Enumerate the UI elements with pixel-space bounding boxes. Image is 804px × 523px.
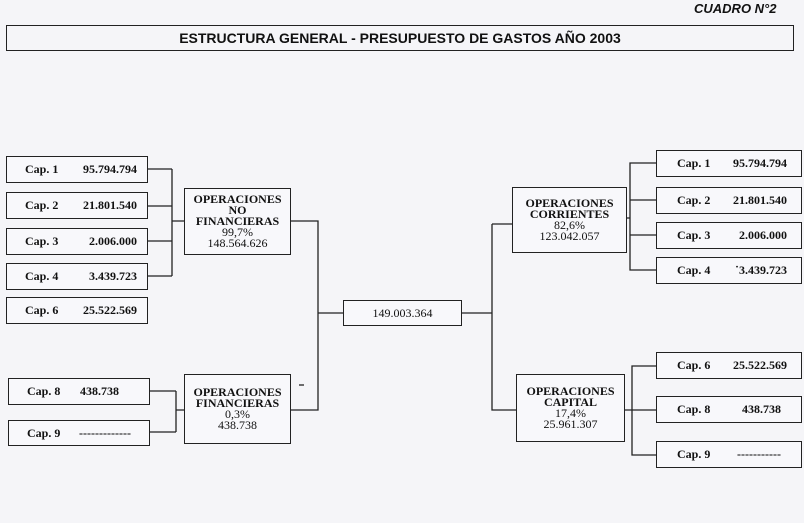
right-cap-9: Cap. 9 ----------- (656, 441, 802, 468)
cap-value: 25.522.569 (733, 358, 787, 372)
op-title-line3: FINANCIERAS (195, 214, 280, 228)
right-cap-6: Cap. 6 25.522.569 (656, 352, 802, 379)
op-title-line1: OPERACIONES (526, 384, 615, 398)
cap-value: 21.801.540 (733, 193, 787, 207)
cap-label: Cap. 6 (25, 303, 59, 317)
cap-value: 25.522.569 (83, 303, 137, 317)
left-cap-2: Cap. 2 21.801.540 (6, 192, 148, 219)
right-cap-1: Cap. 1 95.794.794 (656, 150, 802, 177)
cap-label: Cap. 2 (677, 193, 711, 207)
op-percentage: 99,7% (222, 225, 253, 239)
op-title-line2: FINANCIERAS (195, 396, 280, 410)
cap-label: Cap. 9 (27, 425, 61, 440)
page-title-text: ESTRUCTURA GENERAL - PRESUPUESTO DE GAST… (179, 30, 621, 46)
op-title-line2: CAPITAL (543, 395, 598, 409)
right-cap-8: Cap. 8 438.738 (656, 396, 802, 423)
left-cap-4: Cap. 4 3.439.723 (6, 263, 148, 290)
cap-label: Cap. 2 (25, 198, 59, 212)
page-title: ESTRUCTURA GENERAL - PRESUPUESTO DE GAST… (6, 25, 794, 51)
cap-value: ˙3.439.723 (735, 263, 787, 277)
op-title-line1: OPERACIONES (193, 385, 282, 399)
operaciones-financieras-box: OPERACIONES FINANCIERAS 0,3% 438.738 (184, 374, 291, 444)
cap-label: Cap. 3 (677, 228, 711, 242)
left-cap-3: Cap. 3 2.006.000 (6, 228, 148, 255)
op-percentage: 0,3% (225, 407, 250, 421)
left-cap-9: Cap. 9 ------------- (8, 420, 150, 446)
cap-value: ----------- (737, 447, 781, 461)
connector-ops-to-total (291, 220, 343, 411)
cap-label: Cap. 1 (25, 162, 59, 176)
cap-label: Cap. 9 (677, 447, 711, 461)
cap-value: 2.006.000 (739, 228, 787, 242)
cap-label: Cap. 3 (25, 234, 59, 248)
op-title-line2: NO (228, 203, 247, 217)
connector-left-bracket-bottom (175, 391, 184, 432)
figure-number: CUADRO N°2 (694, 1, 777, 16)
connector-right-corrientes (627, 162, 656, 271)
cap-value: 95.794.794 (733, 156, 787, 170)
right-cap-4: Cap. 4 ˙3.439.723 (656, 257, 802, 284)
cap-value: 2.006.000 (89, 234, 137, 248)
cap-value: 438.738 (80, 384, 119, 398)
left-cap-1: Cap. 1 95.794.794 (6, 156, 148, 183)
left-cap-8: Cap. 8 438.738 (8, 378, 150, 405)
cap-value: 21.801.540 (83, 198, 137, 212)
cap-label: Cap. 6 (677, 358, 711, 372)
total-box: 149.003.364 (343, 300, 462, 326)
operaciones-capital-box: OPERACIONES CAPITAL 17,4% 25.961.307 (516, 374, 625, 442)
connector-right-capital (625, 365, 656, 456)
cap-value: 3.439.723 (89, 269, 137, 283)
op-title-line1: OPERACIONES (193, 192, 282, 206)
cap-label: Cap. 1 (677, 156, 711, 170)
op-amount: 438.738 (218, 418, 257, 432)
left-cap-6: Cap. 6 25.522.569 (6, 297, 148, 324)
right-cap-3: Cap. 3 2.006.000 (656, 222, 802, 249)
operaciones-corrientes-box: OPERACIONES CORRIENTES 82,6% 123.042.057 (512, 187, 627, 253)
operaciones-no-financieras-box: OPERACIONES NO FINANCIERAS 99,7% 148.564… (184, 188, 291, 255)
op-percentage: 17,4% (555, 406, 586, 420)
cap-label: Cap. 8 (677, 402, 711, 416)
op-percentage: 82,6% (554, 218, 585, 232)
op-amount: 123.042.057 (539, 229, 600, 243)
op-amount: 25.961.307 (543, 417, 598, 431)
connector-left-bracket-top (171, 169, 184, 276)
cap-label: Cap. 8 (27, 384, 61, 398)
right-cap-2: Cap. 2 21.801.540 (656, 187, 802, 214)
cap-label: Cap. 4 (25, 269, 59, 283)
cap-value: 438.738 (742, 402, 781, 416)
total-amount: 149.003.364 (372, 305, 433, 320)
connector-total-to-right (462, 223, 516, 411)
op-title-line2: CORRIENTES (529, 207, 610, 221)
cap-value: ------------- (79, 425, 131, 440)
cap-label: Cap. 4 (677, 263, 711, 277)
cap-value: 95.794.794 (83, 162, 137, 176)
op-amount: 148.564.626 (207, 236, 268, 250)
op-title-line1: OPERACIONES (525, 196, 614, 210)
